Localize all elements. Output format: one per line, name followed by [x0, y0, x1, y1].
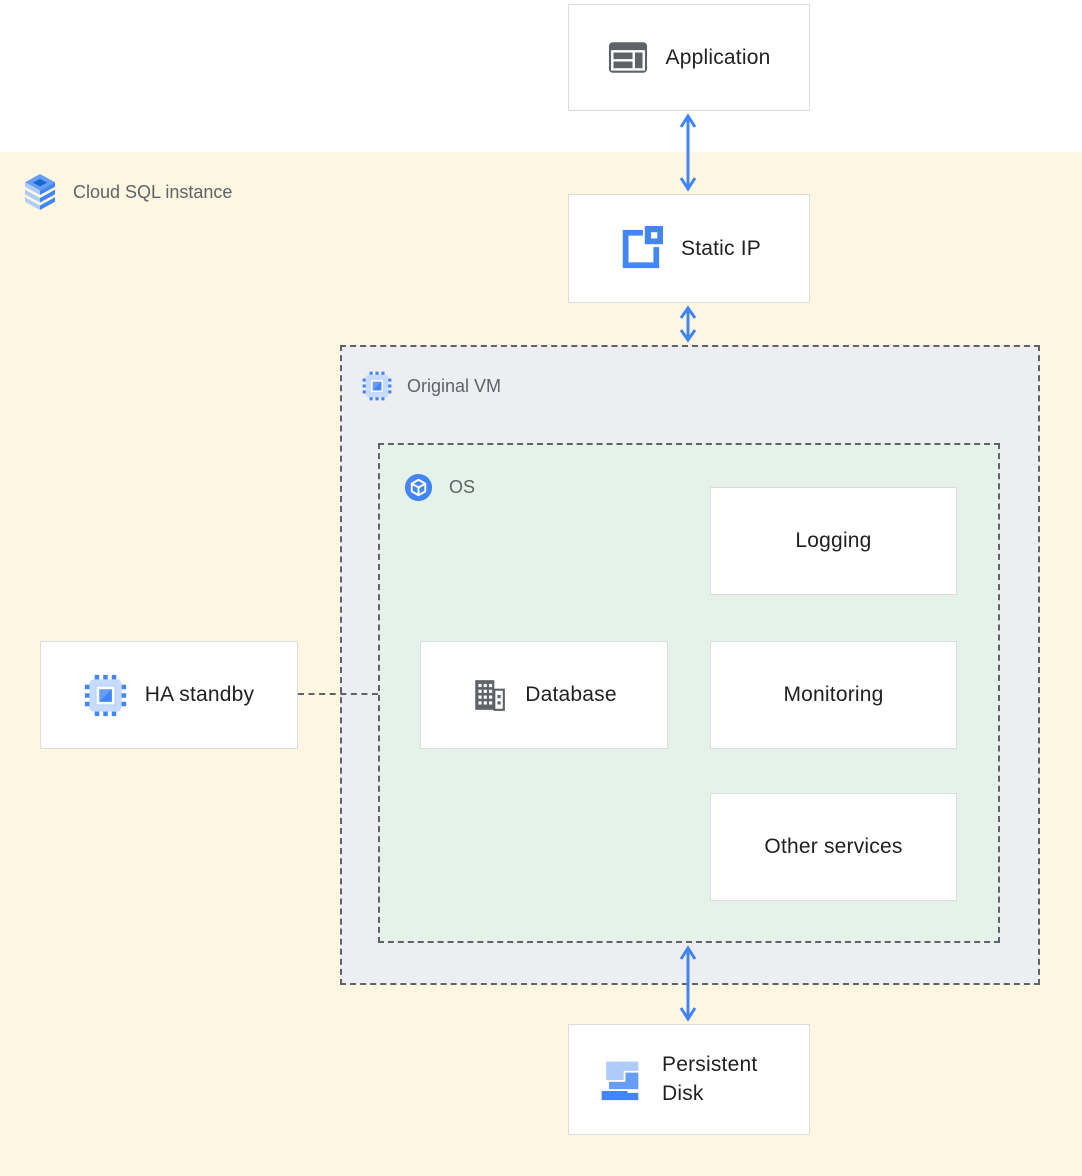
- application-icon: [608, 41, 648, 74]
- os-icon: [403, 472, 434, 503]
- static-ip-label: Static IP: [681, 236, 761, 260]
- static-ip-icon: [617, 225, 663, 272]
- monitoring-label: Monitoring: [783, 683, 884, 706]
- database-label: Database: [525, 683, 617, 706]
- logging-label: Logging: [795, 529, 872, 552]
- node-static-ip: Static IP: [568, 194, 810, 303]
- node-database: Database: [420, 641, 668, 749]
- node-monitoring: Monitoring: [710, 641, 957, 749]
- node-persistent-disk: Persistent Disk: [568, 1024, 810, 1135]
- original-vm-label: Original VM: [362, 371, 501, 401]
- application-label: Application: [665, 45, 771, 69]
- connector-ha-standby-os: [298, 693, 378, 695]
- arrow-os-persistent-disk: [676, 945, 700, 1022]
- compute-chip-icon: [362, 371, 392, 401]
- node-other-services: Other services: [710, 793, 957, 901]
- persistent-disk-label: Persistent Disk: [662, 1053, 758, 1105]
- ha-standby-label: HA standby: [144, 683, 255, 706]
- os-label: OS: [403, 472, 475, 503]
- cloud-sql-region-label: Cloud SQL instance: [22, 172, 232, 212]
- os-text: OS: [449, 477, 476, 497]
- persistent-disk-icon: [598, 1058, 642, 1102]
- node-logging: Logging: [710, 487, 957, 595]
- node-ha-standby: HA standby: [40, 641, 298, 749]
- other-services-label: Other services: [764, 835, 903, 858]
- database-icon: [471, 678, 507, 712]
- cloud-sql-icon: [22, 172, 58, 212]
- node-application: Application: [568, 4, 810, 111]
- arrow-static-ip-original-vm: [676, 305, 700, 343]
- compute-chip-icon: [84, 674, 127, 717]
- cloud-sql-region-text: Cloud SQL instance: [73, 181, 233, 202]
- original-vm-text: Original VM: [407, 375, 502, 396]
- arrow-application-static-ip: [676, 113, 700, 192]
